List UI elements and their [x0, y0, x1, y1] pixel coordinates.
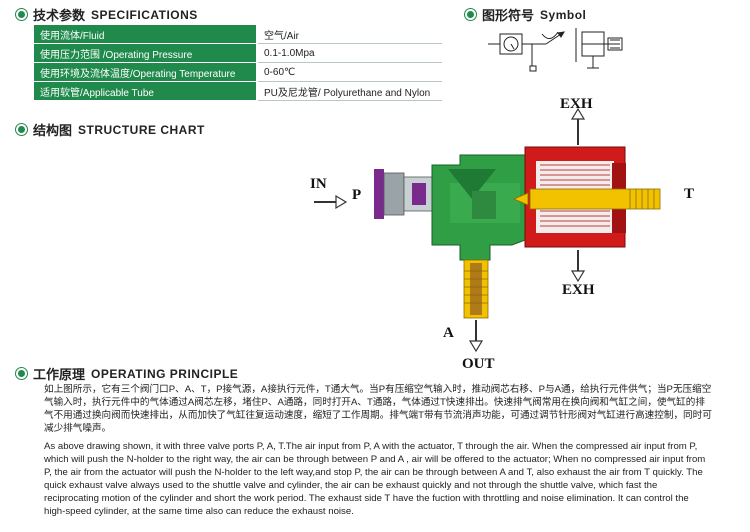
- specifications-table: 使用流体/Fluid 空气/Air 使用压力范围 /Operating Pres…: [34, 25, 442, 101]
- symbol-title-cn: 图形符号: [482, 8, 535, 23]
- exhaust-arrow-up-icon: [570, 107, 586, 145]
- specifications-title-cn: 技术参数: [33, 8, 86, 23]
- principle-title-en: OPERATING PRINCIPLE: [91, 366, 239, 381]
- spec-label: 使用环境及流体温度/Operating Temperature: [34, 62, 258, 82]
- spec-label: 适用软管/Applicable Tube: [34, 81, 258, 101]
- spec-label: 使用流体/Fluid: [34, 25, 258, 44]
- bullet-icon: [16, 124, 27, 135]
- spec-row: 使用流体/Fluid 空气/Air: [34, 25, 442, 44]
- principle-paragraph-cn: 如上图所示，它有三个阀门口P、A、T，P接气源，A接执行元件，T通大气。当P有压…: [44, 384, 712, 434]
- spec-label: 使用压力范围 /Operating Pressure: [34, 43, 258, 63]
- spec-row: 使用压力范围 /Operating Pressure 0.1-1.0Mpa: [34, 43, 442, 63]
- structure-title-cn: 结构图: [33, 123, 73, 138]
- output-arrow-icon: [468, 320, 484, 353]
- principle-title-cn: 工作原理: [33, 367, 86, 382]
- principle-text-cn: 如上图所示，它有三个阀门口P、A、T，P接气源，A接执行元件，T通大气。当P有压…: [44, 383, 712, 435]
- spec-value: 0.1-1.0Mpa: [257, 43, 442, 63]
- input-arrow-icon: [314, 194, 348, 210]
- label-out: OUT: [462, 356, 495, 372]
- label-exh-top: EXH: [560, 96, 593, 112]
- principle-paragraph-en: As above drawing shown, it with three va…: [44, 441, 706, 517]
- structure-drawing: [314, 107, 661, 353]
- a-port-thread: [463, 259, 489, 319]
- label-a: A: [443, 325, 454, 341]
- symbol-header: 图形符号 Symbol: [465, 5, 586, 24]
- spec-value: PU及尼龙管/ Polyurethane and Nylon: [257, 81, 442, 101]
- symbol-title-en: Symbol: [540, 7, 587, 22]
- principle-text-en: As above drawing shown, it with three va…: [44, 440, 712, 518]
- label-in: IN: [310, 176, 327, 192]
- structure-title-en: STRUCTURE CHART: [78, 122, 205, 137]
- pneumatic-symbol-icon: [488, 28, 623, 72]
- valve-body: [431, 154, 526, 261]
- exhaust-arrow-down-icon: [570, 250, 586, 283]
- label-t: T: [684, 186, 695, 202]
- bullet-icon: [16, 368, 27, 379]
- bullet-icon: [16, 9, 27, 20]
- spec-row: 使用环境及流体温度/Operating Temperature 0-60℃: [34, 62, 442, 82]
- label-p: P: [352, 187, 362, 203]
- spec-value: 0-60℃: [257, 62, 442, 82]
- spec-row: 适用软管/Applicable Tube PU及尼龙管/ Polyurethan…: [34, 81, 442, 101]
- specifications-header: 技术参数 SPECIFICATIONS: [16, 5, 198, 24]
- p-port-fitting: [374, 169, 433, 219]
- spec-value: 空气/Air: [257, 25, 442, 44]
- specifications-title-en: SPECIFICATIONS: [91, 7, 198, 22]
- label-exh-bottom: EXH: [562, 282, 595, 298]
- structure-header: 结构图 STRUCTURE CHART: [16, 120, 205, 139]
- t-port-needle: [512, 188, 661, 210]
- principle-header: 工作原理 OPERATING PRINCIPLE: [16, 364, 238, 383]
- bullet-icon: [465, 9, 476, 20]
